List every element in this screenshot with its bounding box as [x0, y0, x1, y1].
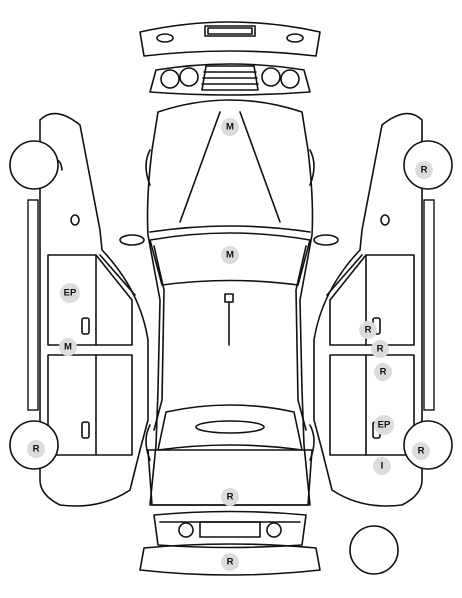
svg-text:I: I	[381, 461, 384, 472]
damage-marker-right-rear-lower[interactable]: I	[373, 457, 391, 475]
damage-marker-right-rear-panel[interactable]: EP	[374, 415, 394, 435]
damage-marker-right-front-door-a[interactable]: R	[359, 321, 377, 339]
damage-marker-trunk[interactable]: R	[221, 488, 239, 506]
rear-panel	[153, 510, 307, 549]
svg-text:R: R	[227, 492, 234, 503]
svg-text:EP: EP	[64, 288, 77, 299]
damage-marker-windshield[interactable]: M	[221, 246, 239, 264]
right-rear-wheel	[403, 420, 453, 470]
left-front-wheel	[9, 140, 59, 190]
front-grille	[149, 63, 311, 96]
damage-marker-right-front-wheel[interactable]: R	[415, 161, 433, 179]
damage-marker-left-upper-panel[interactable]: EP	[60, 283, 80, 303]
front-bumper	[139, 21, 321, 57]
damage-marker-left-sill[interactable]: M	[59, 338, 77, 356]
svg-text:R: R	[418, 446, 425, 457]
spare-tire	[349, 525, 399, 575]
rear-bumper	[139, 543, 321, 576]
damage-marker-right-front-door-b[interactable]: R	[371, 340, 389, 358]
svg-text:M: M	[64, 342, 72, 353]
left-side-view	[27, 112, 149, 507]
svg-text:R: R	[227, 557, 234, 568]
svg-text:R: R	[365, 325, 372, 336]
svg-text:M: M	[226, 122, 234, 133]
svg-text:EP: EP	[378, 420, 391, 431]
damage-marker-right-rear-wheel[interactable]: R	[412, 442, 430, 460]
damage-marker-hood[interactable]: M	[221, 118, 239, 136]
svg-text:M: M	[226, 250, 234, 261]
damage-marker-rear-bumper[interactable]: R	[221, 553, 239, 571]
svg-text:R: R	[380, 367, 387, 378]
svg-text:R: R	[421, 165, 428, 176]
damage-marker-right-rear-door[interactable]: R	[374, 363, 392, 381]
damage-marker-left-front-wheel[interactable]: R	[27, 440, 45, 458]
svg-text:R: R	[33, 444, 40, 455]
car-body-top	[119, 99, 339, 506]
svg-text:R: R	[377, 344, 384, 355]
